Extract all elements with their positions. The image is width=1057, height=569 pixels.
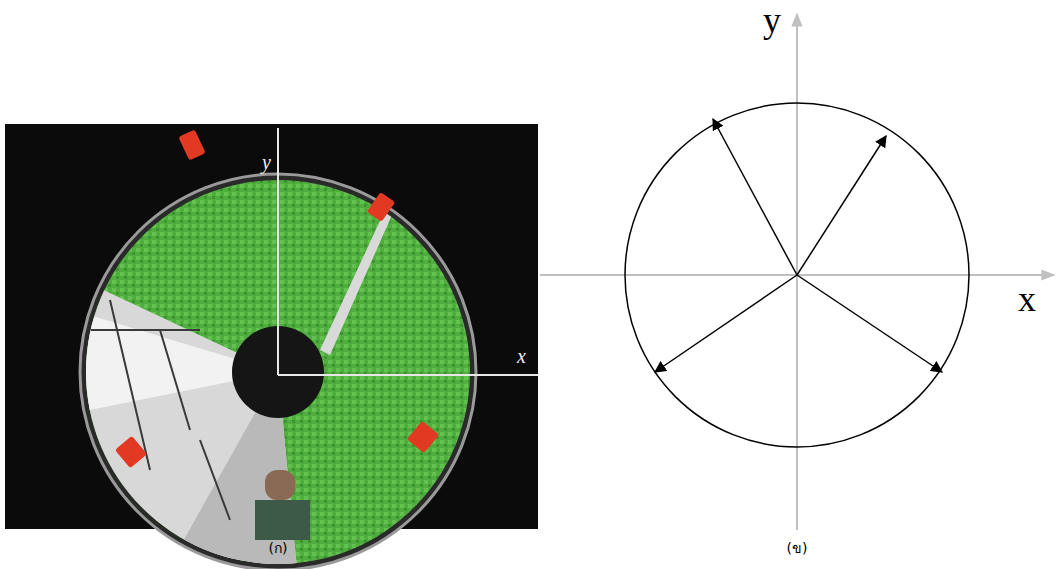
axis-label: y — [262, 152, 271, 172]
caption-label: (ก) — [269, 541, 288, 555]
axis-label: x — [517, 346, 526, 366]
axis-label: x — [1018, 281, 1036, 317]
camera-photo — [5, 124, 538, 569]
caption-label: (ข) — [787, 541, 808, 555]
axis-diagram — [540, 14, 1054, 530]
axis-label: y — [763, 2, 781, 38]
